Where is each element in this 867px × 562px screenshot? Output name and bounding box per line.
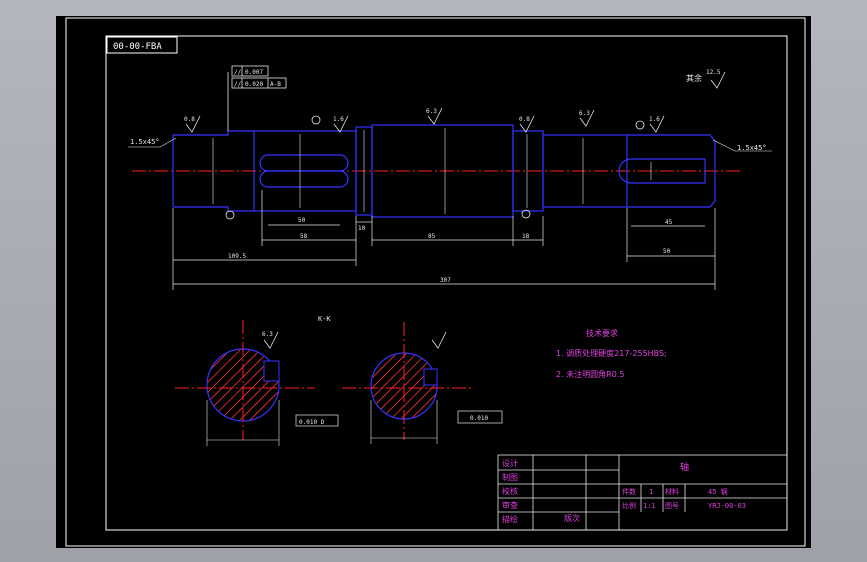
tech-item-1: 1. 调质处理硬度217-255HBS; [556,348,667,358]
tolerance-texts: // 0.007 // 0.020 A-B [234,69,281,88]
chamfer-leaders [128,137,772,152]
section-label: K-K [318,315,331,323]
row-check: 校核 [502,486,518,496]
tech-item-2: 2. 未注明圆角R0.5 [556,369,624,379]
stamp-label: 版次 [564,513,580,523]
chamfer-right-text: 1.5x45° [737,144,767,152]
dim-d7: 50 [663,248,671,255]
rest-roughness-label: 其余 [686,73,702,83]
scale-value: 1:1 [643,502,656,510]
count-label: 件数 [622,487,636,496]
title-block-fields: 件数 1 材料 45 钢 比例 1:1 图号 YRJ-00-03 [622,487,746,510]
dimension-texts: 50 58 10 85 18 45 50 109.5 307 [228,217,673,284]
tol-2-datum: A-B [270,81,281,88]
shaft-outline [172,124,716,218]
scale-label: 比例 [622,501,636,510]
row-design: 设计 [502,458,518,468]
dim-d8: 109.5 [228,253,246,260]
roughness-3: 6.3 [426,108,437,115]
rest-roughness-value: 12.5 [706,69,721,76]
material-label: 材料 [665,487,679,496]
dim-d9: 307 [440,277,451,284]
tol-1-value: 0.007 [245,69,263,76]
roughness-1: 0.8 [184,116,195,123]
roughness-values: 0.8 1.6 6.3 0.8 6.3 1.6 12.5 [184,69,721,123]
title-block-rows: 设计 制图 校核 审查 描绘 版次 [502,458,580,524]
dim-d5: 18 [522,233,530,240]
roughness-2: 1.6 [333,116,344,123]
tol-2-value: 0.020 [245,81,263,88]
code-box-text: 00-00-FBA [113,42,162,52]
chamfer-left-text: 1.5x45° [130,138,160,146]
roughness-6: 1.6 [649,116,660,123]
dim-d3: 10 [358,225,366,232]
material: 45 钢 [708,487,728,496]
tol-2-symbol: // [234,81,242,88]
section-roughness-1: 6.3 [262,331,273,338]
count-value: 1 [649,488,653,496]
roughness-5: 6.3 [579,110,590,117]
dim-d1: 50 [298,217,306,224]
outer-border [65,17,806,547]
dim-d4: 85 [428,233,436,240]
section-tolerance-2: 0.010 [470,415,488,422]
part-name: 轴 [680,461,689,473]
dimension-lines [172,190,716,290]
no-label: 图号 [665,502,679,510]
drawing-sheet [56,16,811,548]
tolerance-frames [227,65,287,131]
dim-d2: 58 [300,233,308,240]
title-block [497,454,788,531]
row-review: 审查 [502,500,518,510]
inner-border [105,35,788,531]
section-view-2: 0.010 [342,322,503,444]
dim-d6: 45 [665,219,673,226]
roughness-4: 0.8 [519,116,530,123]
tech-title: 技术要求 [586,328,618,338]
section-view-1: 0.010 D 6.3 [175,320,339,446]
tol-1-symbol: // [234,69,242,76]
row-drawing: 制图 [502,472,518,482]
section-tolerance-1: 0.010 D [299,419,325,426]
code-box [106,36,178,54]
drawing-no: YRJ-00-03 [708,502,746,510]
internal-dim-lines [212,128,652,214]
roughness-symbols [185,71,726,133]
row-trace: 描绘 [502,514,518,524]
datum-markers [225,115,645,220]
